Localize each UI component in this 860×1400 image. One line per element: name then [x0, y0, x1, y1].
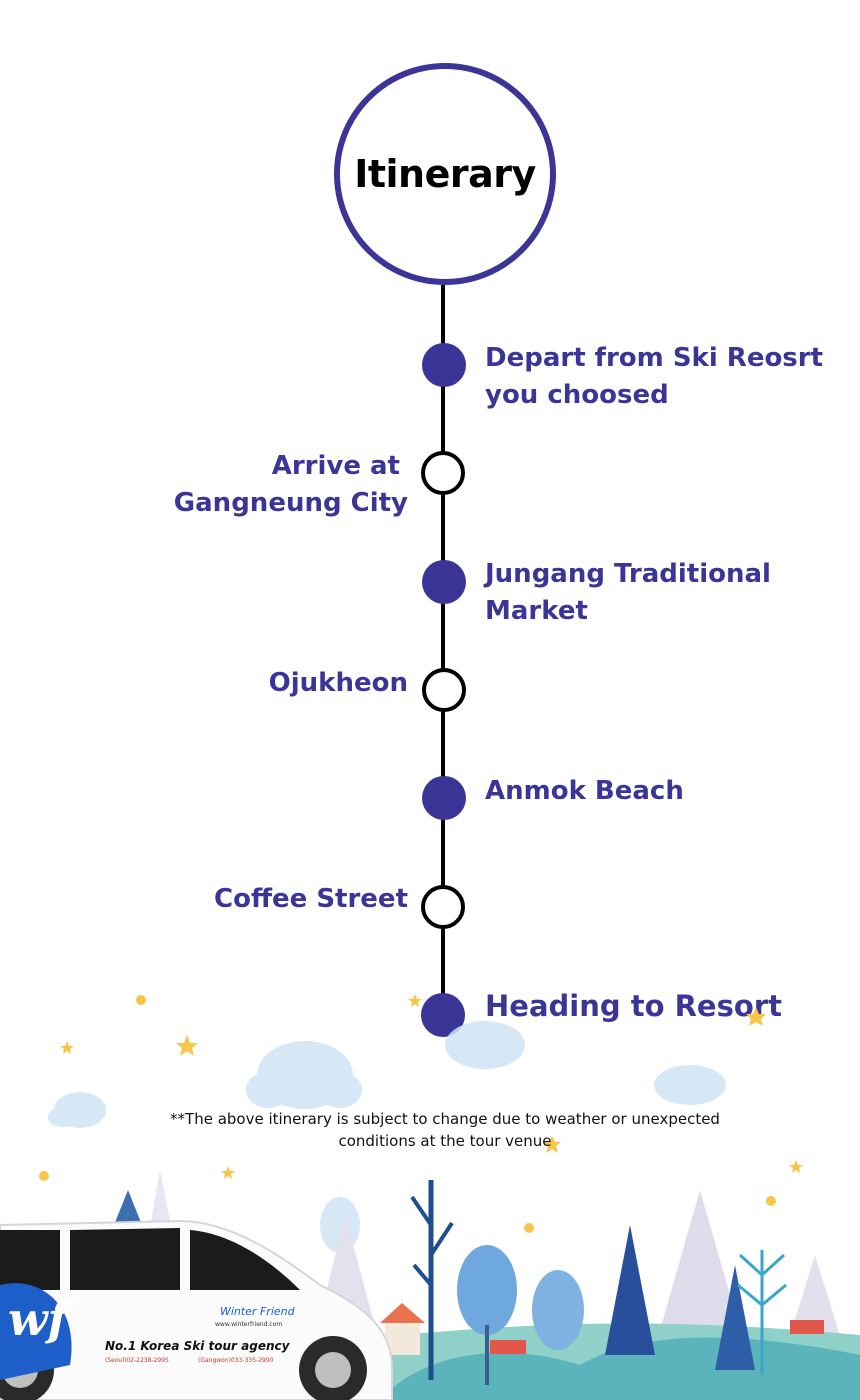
van-phone-gangwon: (Gangwon)033-335-2990	[198, 1357, 274, 1364]
timeline-marker-filled	[422, 560, 466, 604]
stop-ojukheon-label: Ojukheon	[269, 665, 408, 702]
winter-landscape-illustration: wf Winter Friend www.winterfriend.com No…	[0, 985, 860, 1400]
stop-depart-label: Depart from Ski Reosrt you choosed	[485, 340, 823, 414]
stop-line: Jungang Traditional	[485, 556, 771, 593]
stop-line: Market	[485, 593, 771, 630]
stop-line: you choosed	[485, 377, 823, 414]
timeline-marker-hollow	[422, 668, 466, 712]
page-title: Itinerary	[354, 152, 536, 196]
timeline-marker-filled	[422, 343, 466, 387]
stop-line: Ojukheon	[269, 665, 408, 702]
timeline-marker-filled	[422, 776, 466, 820]
van-slogan-text: No.1 Korea Ski tour agency	[105, 1339, 291, 1353]
stop-line: Gangneung City	[174, 485, 408, 522]
van-logo-text: wf	[8, 1292, 75, 1346]
stop-line: Arrive at	[174, 448, 408, 485]
stop-line: Depart from Ski Reosrt	[485, 340, 823, 377]
stop-beach-label: Anmok Beach	[485, 773, 684, 810]
title-circle: Itinerary	[334, 63, 556, 285]
timeline-marker-hollow	[421, 451, 465, 495]
timeline-marker-hollow	[421, 885, 465, 929]
van-site-text: www.winterfriend.com	[215, 1321, 282, 1328]
stop-market-label: Jungang Traditional Market	[485, 556, 771, 630]
van-phone-seoul: (Seoul)02-2238-2995	[105, 1357, 169, 1364]
stop-gangneung-label: Arrive at Gangneung City	[174, 448, 408, 522]
stop-coffee-label: Coffee Street	[214, 881, 408, 918]
stop-line: Anmok Beach	[485, 773, 684, 810]
stop-line: Coffee Street	[214, 881, 408, 918]
van-brand-text: Winter Friend	[220, 1305, 296, 1318]
disclaimer-note: **The above itinerary is subject to chan…	[160, 1108, 730, 1152]
